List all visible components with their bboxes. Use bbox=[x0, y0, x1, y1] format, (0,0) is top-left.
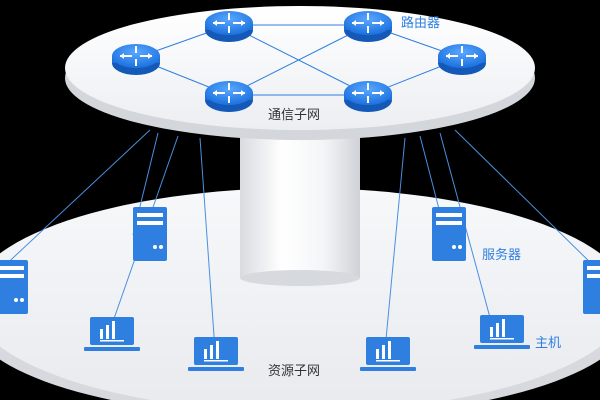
communication-subnet-label: 通信子网 bbox=[268, 108, 321, 123]
mesh-link bbox=[228, 24, 369, 96]
router-icon bbox=[205, 81, 253, 112]
router-icon bbox=[344, 11, 392, 42]
host-monitor-icon bbox=[188, 337, 244, 371]
server-icon bbox=[432, 207, 466, 261]
server-label: 服务器 bbox=[482, 248, 522, 263]
server-icon bbox=[583, 260, 600, 314]
access-link bbox=[0, 129, 151, 271]
host-monitor-icon bbox=[360, 337, 416, 371]
router-label: 路由器 bbox=[401, 16, 441, 31]
server-icon bbox=[0, 260, 28, 314]
server-icon bbox=[133, 207, 167, 261]
end-devices bbox=[0, 207, 600, 371]
access-link bbox=[384, 137, 406, 351]
host-label: 主机 bbox=[535, 336, 562, 351]
routers bbox=[112, 11, 486, 112]
resource-subnet-label: 资源子网 bbox=[268, 364, 321, 379]
host-monitor-icon bbox=[474, 315, 530, 349]
communication-subnet-platform bbox=[65, 6, 535, 140]
central-column bbox=[240, 118, 360, 286]
router-icon bbox=[205, 11, 253, 42]
router-icon bbox=[112, 44, 160, 75]
access-link bbox=[199, 137, 216, 351]
access-link bbox=[454, 129, 599, 271]
router-icon bbox=[344, 81, 392, 112]
router-icon bbox=[438, 44, 486, 75]
host-monitor-icon bbox=[84, 317, 140, 351]
